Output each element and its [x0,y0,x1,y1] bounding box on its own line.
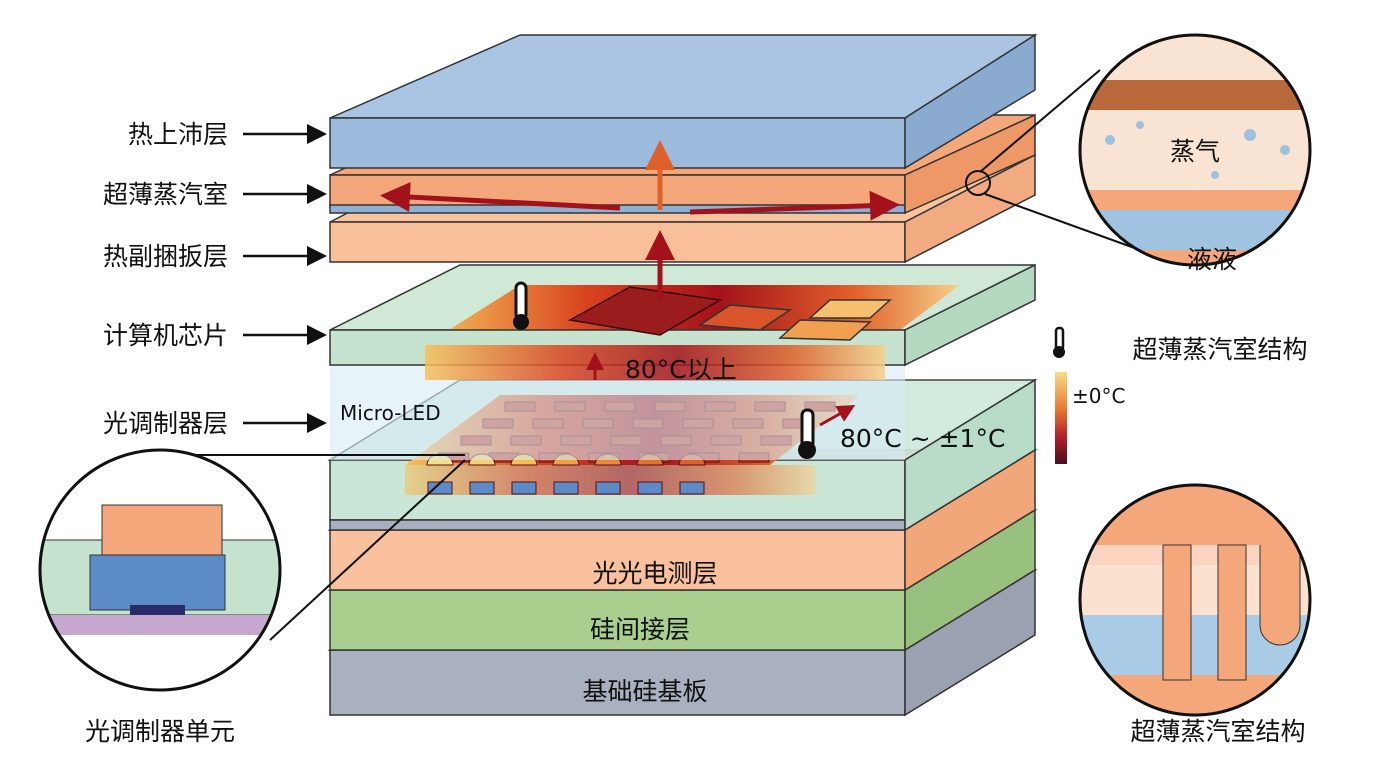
scale-thermometer-icon [1053,326,1065,358]
vapor-label: 蒸气 [1170,137,1220,166]
liquid-label: 液液 [1187,245,1237,274]
modulator-temperature-label: 80°C ~ ±1°C [840,424,1005,453]
chip-temperature-label: 80°C以上 [625,355,737,384]
scale-label: ±0°C [1072,384,1125,408]
vapor-chamber-wick-detail-circle [1078,483,1312,717]
photodetector-label: 光光电测层 [592,559,717,588]
label-heat-spreader: 热副捆扳层 [103,242,228,271]
top-right-caption: 超薄蒸汽室结构 [1132,335,1307,364]
label-arrows [243,124,327,433]
modulator-electrode [553,481,579,495]
label-computer-chip: 计算机芯片 [103,321,228,350]
label-modulator-layer: 光调制器层 [103,409,228,438]
bottom-left-caption: 光调制器单元 [85,717,235,746]
thermometer-icon [798,408,816,459]
modulator-electrode [679,481,705,495]
thermometer-icon [513,281,529,330]
heat-flow-arrows [380,140,900,427]
modulator-electrode [469,481,495,495]
micro-led-label: Micro-LED [340,401,441,425]
modulator-electrode [511,481,537,495]
bottom-right-caption: 超薄蒸汽室结构 [1130,717,1305,746]
callout-lines [160,69,1141,641]
interposer-label: 硅间接层 [590,615,690,644]
chip-layer [329,263,1036,380]
temperature-color-scale [1055,372,1067,464]
modulator-unit-detail-circle [38,448,282,692]
substrate-label: 基础硅基板 [582,677,707,706]
modulator-electrode [637,481,663,495]
label-top-heat-sink: 热上沛层 [128,120,228,149]
label-vapor-chamber: 超薄蒸汽室 [103,180,228,209]
top-heat-sink-layer [329,33,1038,170]
modulator-electrode [595,481,621,495]
